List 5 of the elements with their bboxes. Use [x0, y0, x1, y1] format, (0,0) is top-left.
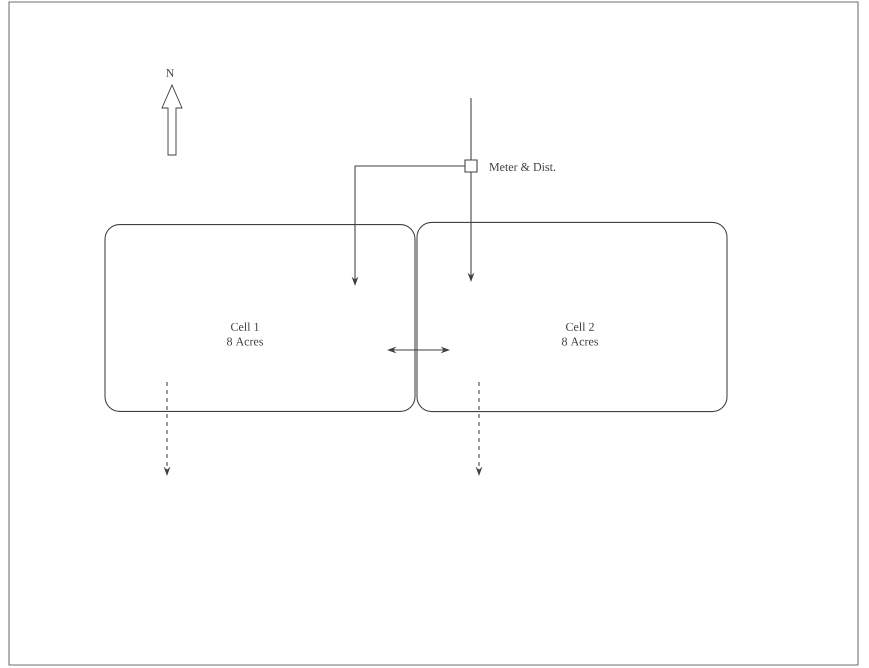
meter-label: Meter & Dist. [489, 162, 556, 172]
compass-label: N [166, 69, 174, 77]
meter-box [464, 159, 478, 173]
cell-box: Cell 2 8 Acres [416, 222, 728, 412]
cell-box: Cell 1 8 Acres [104, 224, 416, 412]
